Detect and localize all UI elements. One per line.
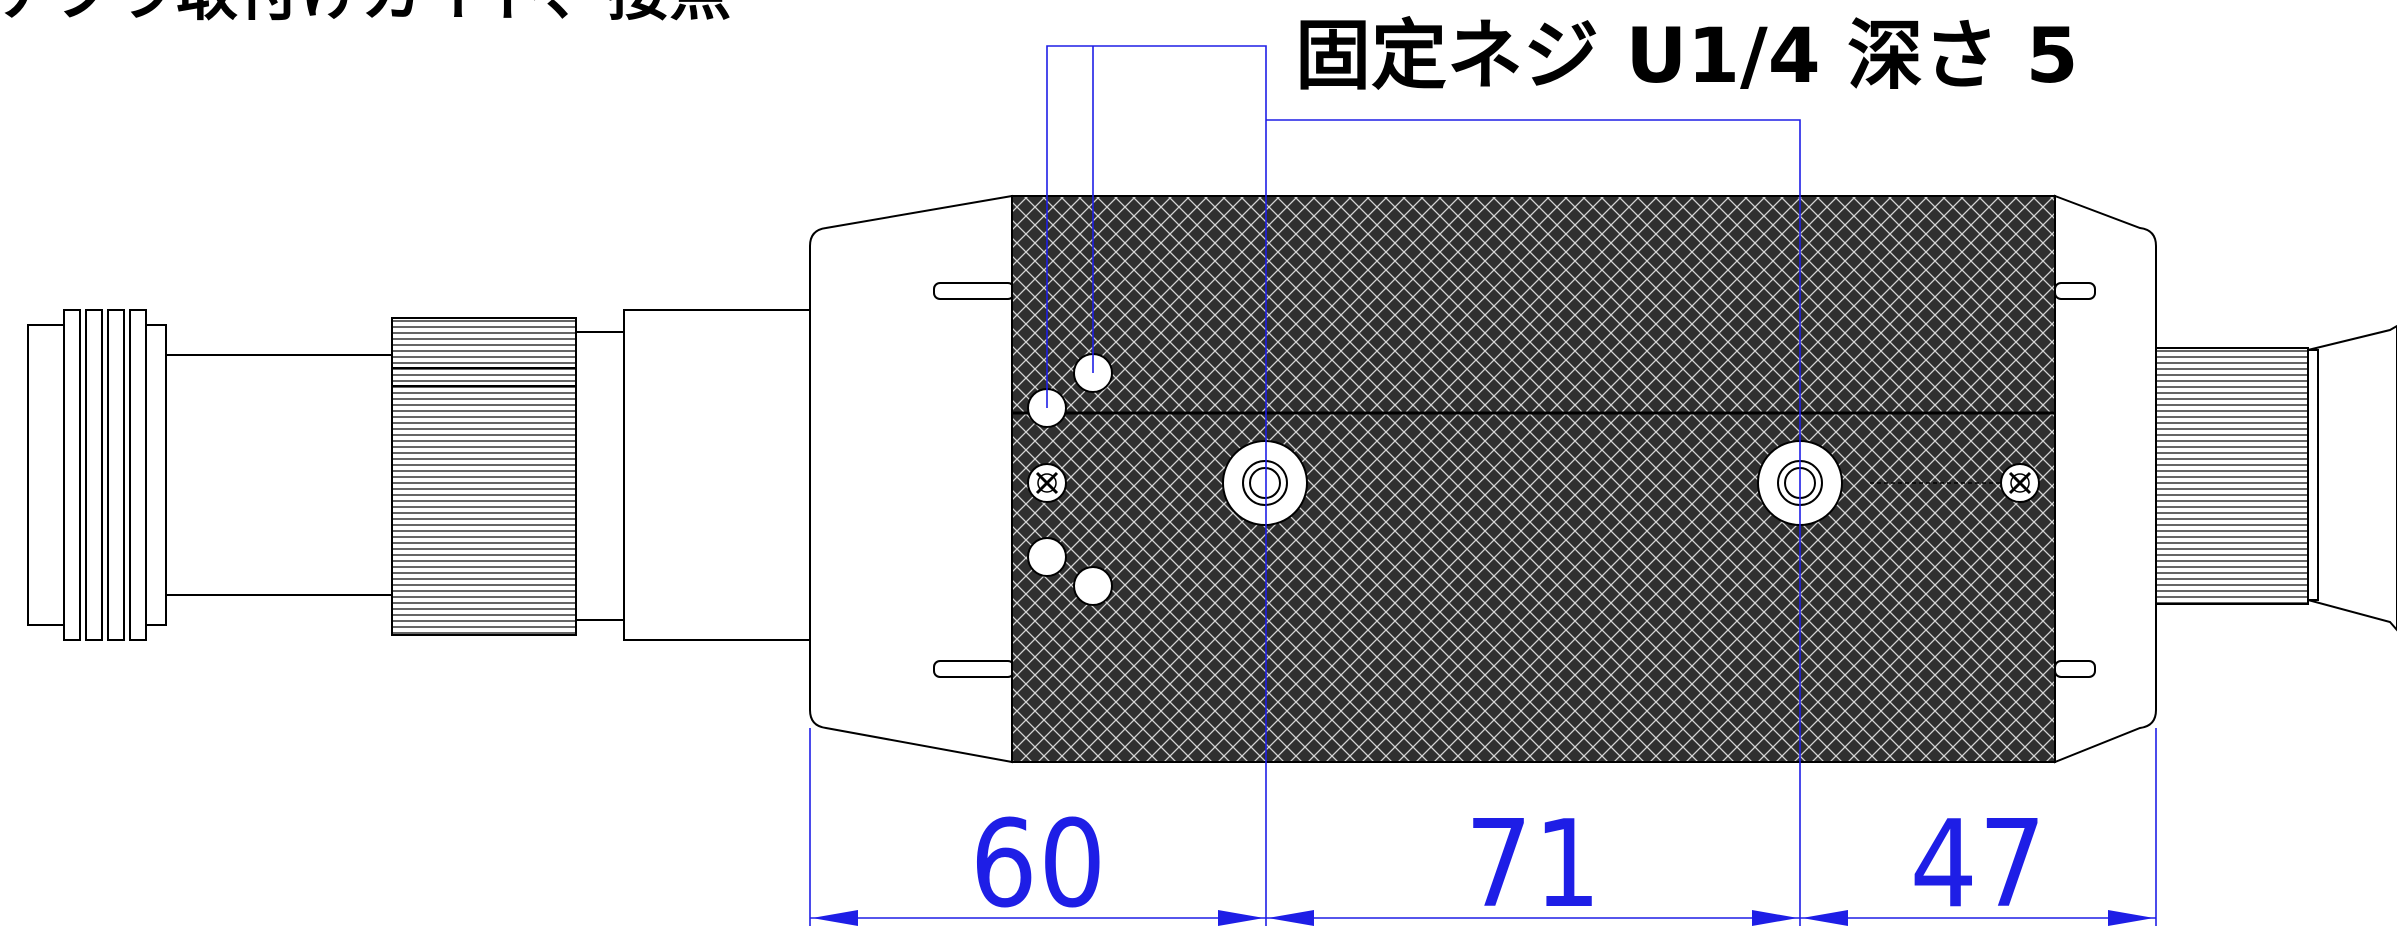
- left-end-cap: [809, 194, 1015, 764]
- screw-icon: [2000, 463, 2040, 503]
- leader-lines: [809, 45, 2157, 926]
- contact-hole: [1027, 537, 1067, 577]
- label-fixing-screw: 固定ネジ U1/4 深さ 5: [1295, 11, 2079, 100]
- dimension-60: 60: [969, 796, 1106, 926]
- label-kevlar-guide: ケブラ取付けガイド、接点: [0, 0, 732, 29]
- knurled-body: [1011, 195, 2056, 763]
- left-connector: [27, 309, 811, 641]
- right-end-cap: [2054, 194, 2157, 764]
- dimension-47: 47: [1909, 796, 2046, 926]
- screw-icon: [1027, 463, 1067, 503]
- small-screws: [1027, 463, 2040, 503]
- right-eyepiece: [2155, 324, 2397, 632]
- contact-hole: [1073, 566, 1113, 606]
- dimension-lines: [810, 910, 2156, 926]
- dimension-71: 71: [1464, 796, 1601, 926]
- mount-hole-left: [1222, 440, 1308, 526]
